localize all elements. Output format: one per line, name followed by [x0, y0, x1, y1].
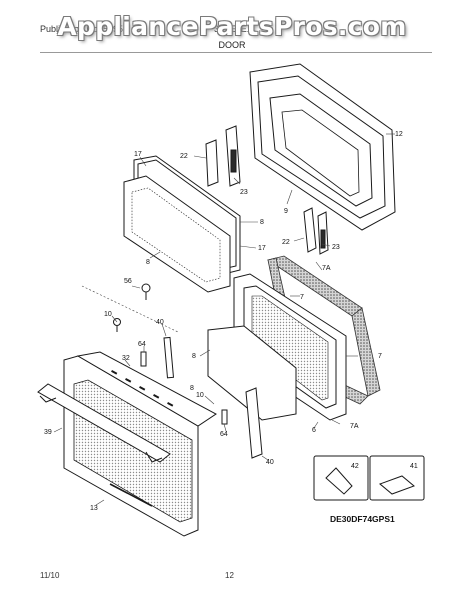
hinge-bracket-upper	[205, 125, 241, 187]
callout-64b: 64	[220, 431, 228, 438]
callout-10: 10	[104, 311, 112, 318]
inner-glass-panel	[207, 325, 297, 421]
footer-date: 11/10	[40, 571, 60, 580]
callout-12: 12	[395, 131, 403, 138]
callout-22: 22	[180, 153, 188, 160]
callout-32: 32	[122, 355, 130, 362]
callout-23: 23	[240, 189, 248, 196]
callout-56: 56	[124, 278, 132, 285]
callout-40: 40	[156, 319, 164, 326]
watermark: AppliancePartsPros.com	[57, 12, 407, 41]
callout-39: 39	[44, 429, 52, 436]
footer-page-number: 12	[225, 571, 234, 580]
section-title: DOOR	[218, 40, 246, 50]
callout-8: 8	[260, 219, 264, 226]
callout-8c: 8	[192, 353, 196, 360]
leader-lines	[53, 133, 395, 506]
model-description: 30" ELE...	[214, 24, 255, 34]
callout-9: 9	[284, 208, 288, 215]
callout-13: 13	[90, 505, 98, 512]
callout-labels: 12 22 17 23 9 8 8 17 22 23 7A 7 56 10 40…	[44, 131, 418, 512]
callout-7Ab: 7A	[350, 423, 359, 430]
callout-8d: 8	[190, 385, 194, 392]
callout-42: 42	[351, 463, 359, 470]
callout-7b: 7	[378, 353, 382, 360]
publication-number: Publication No. 5995...	[40, 24, 131, 34]
door-handle	[37, 383, 171, 463]
screws-and-brackets	[113, 283, 263, 459]
callout-17b: 17	[258, 245, 266, 252]
callout-40b: 40	[266, 459, 274, 466]
callout-6: 6	[312, 427, 316, 434]
vent-trim	[76, 351, 217, 427]
callout-10b: 10	[196, 392, 204, 399]
callout-7: 7	[300, 294, 304, 301]
callout-23b: 23	[332, 244, 340, 251]
callout-7A: 7A	[322, 265, 331, 272]
callout-17: 17	[134, 151, 142, 158]
detail-boxes	[313, 455, 425, 501]
inner-door-liner	[249, 63, 396, 231]
hinge-bracket-lower	[303, 207, 329, 255]
callout-64: 64	[138, 341, 146, 348]
callout-22b: 22	[282, 239, 290, 246]
header-rule	[40, 52, 432, 53]
window-glass-pack	[123, 155, 241, 293]
callout-8b: 8	[146, 259, 150, 266]
callout-41: 41	[410, 463, 418, 470]
diagram-model-code: DE30DF74GPS1	[330, 514, 395, 524]
